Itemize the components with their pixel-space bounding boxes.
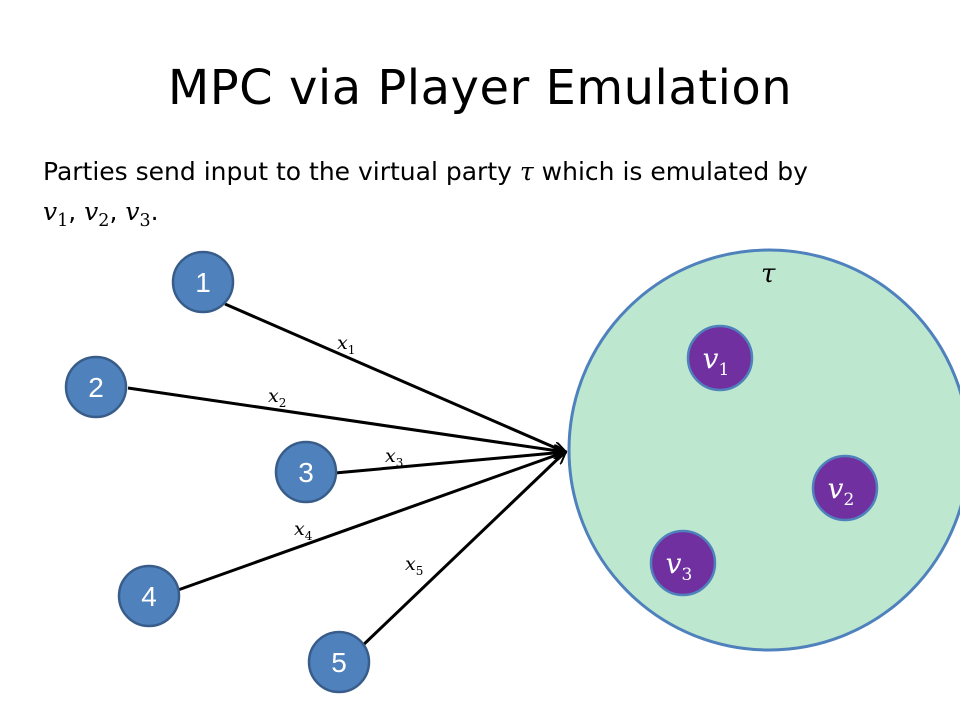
party-node-5: 5 (307, 630, 371, 694)
input-arrow-4 (177, 452, 565, 592)
party-label-2: 2 (88, 372, 104, 403)
input-label-x5: x5 (405, 553, 423, 578)
subtitle-middle: which is emulated by (533, 157, 808, 186)
party-label-4: 4 (141, 581, 157, 612)
subtitle-v2: v2 (84, 197, 110, 231)
input-arrow-1 (224, 302, 565, 452)
input-label-x3: x3 (385, 445, 403, 470)
input-label-x1: x1 (337, 332, 355, 357)
emulator-node-v1: v1 (686, 324, 754, 392)
emulator-label-v3: v3 (666, 547, 693, 585)
party-node-1: 1 (171, 250, 235, 314)
subtitle-v3: v3 (125, 197, 151, 231)
party-nodes: 1 2 3 4 5 (64, 250, 371, 694)
party-node-3: 3 (274, 440, 338, 504)
subtitle-tau: τ (519, 157, 534, 186)
emulator-label-v2: v2 (828, 472, 855, 510)
emulator-nodes: v1 v2 v3 (649, 324, 879, 597)
subtitle-prefix: Parties send input to the virtual party (43, 157, 520, 186)
emulator-label-v1: v1 (703, 342, 730, 380)
input-arrow-2 (127, 386, 565, 452)
virtual-party-label: τ (761, 259, 776, 289)
party-node-4: 4 (117, 564, 181, 628)
input-arrow-3 (334, 452, 565, 475)
arrows-group (127, 302, 565, 650)
slide-title: MPC via Player Emulation (167, 60, 793, 116)
party-label-5: 5 (331, 647, 347, 678)
virtual-party-circle (567, 248, 960, 652)
emulator-node-v3: v3 (649, 529, 717, 597)
input-label-x4: x4 (294, 518, 313, 543)
input-labels: x1 x2 x3 x4 x5 (268, 332, 423, 578)
input-label-x2: x2 (268, 385, 286, 410)
party-node-2: 2 (64, 355, 128, 419)
subtitle-text: Parties send input to the virtual party … (43, 157, 808, 231)
input-arrow-5 (358, 452, 565, 650)
emulator-node-v2: v2 (811, 454, 879, 522)
subtitle-v1: v1 (43, 197, 69, 231)
party-label-3: 3 (298, 457, 314, 488)
party-label-1: 1 (195, 267, 211, 298)
